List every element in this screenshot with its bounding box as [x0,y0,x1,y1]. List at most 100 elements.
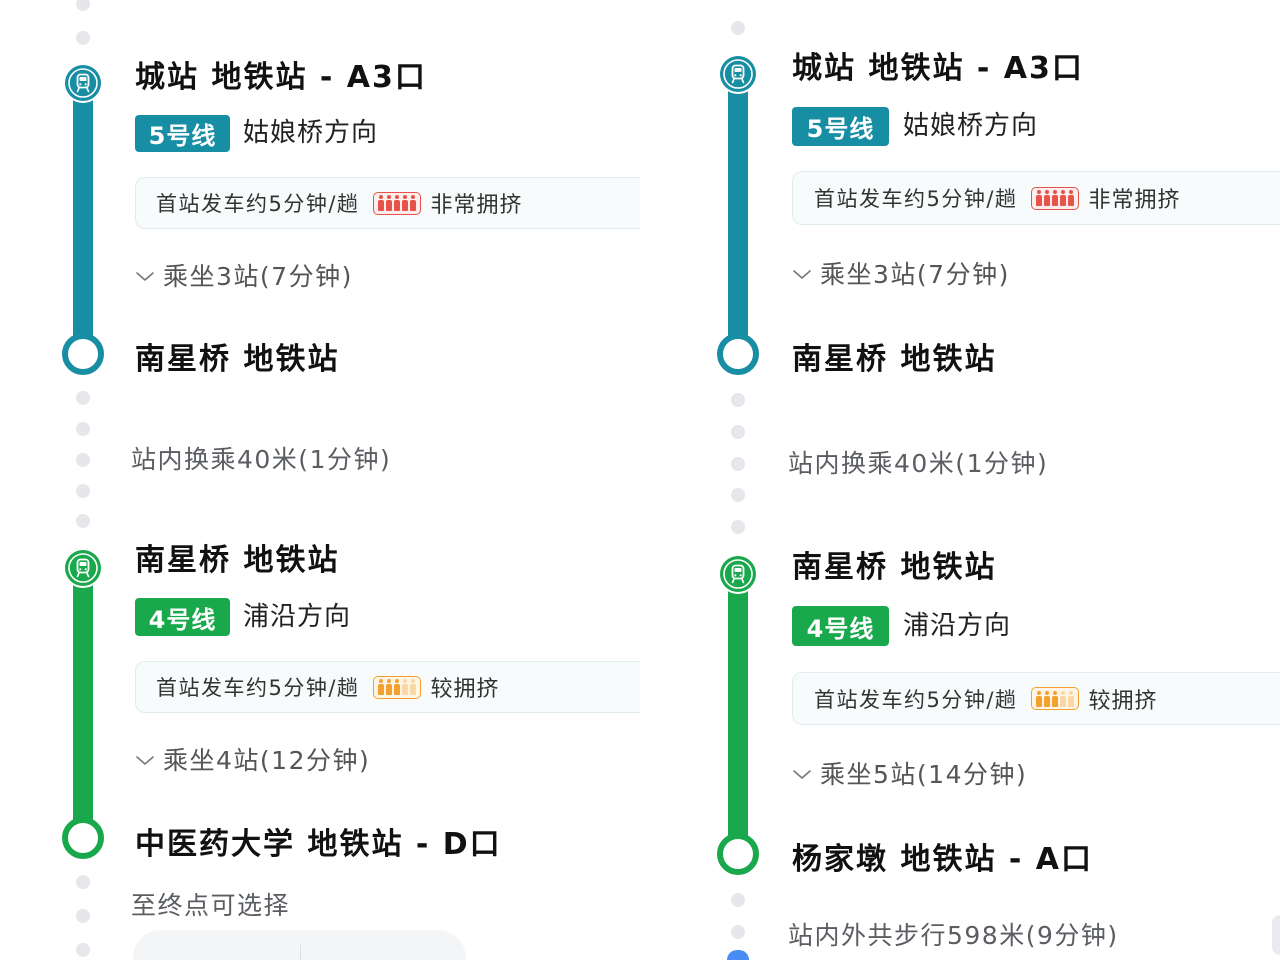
departure-info-card[interactable]: 首站发车约5分钟/趟 非常拥挤 [792,171,1280,225]
alight-station-name[interactable]: 杨家墩 地铁站 - A口 [792,842,1094,877]
crowd-person-figure [378,195,385,211]
crowd-icon [1031,186,1080,210]
connector-dot [76,514,90,528]
crowd-person-figure [386,679,393,695]
crowd-person-figure [394,195,401,211]
crowd-icon [373,191,422,215]
crowd-icon [373,675,422,699]
line-badge[interactable]: 5号线 [135,115,230,152]
ride-stops-toggle[interactable]: 乘坐3站(7分钟) [792,260,1010,290]
connector-dot [731,488,745,502]
frequency-text: 首站发车约5分钟/趟 [814,187,1018,211]
connector-dot [731,21,745,35]
crowd-person-figure [1044,690,1051,707]
board-station-name[interactable]: 城站 地铁站 - A3口 [792,51,1084,86]
line-track [73,568,93,838]
crowd-person-figure [1036,190,1043,206]
crowding-label: 非常拥挤 [1088,188,1181,213]
route-panel-right: 城站 地铁站 - A3口 5号线 姑娘桥方向 首站发车约5分钟/趟 非常拥挤 乘… [640,0,1280,960]
line-badge[interactable]: 4号线 [135,598,230,636]
line-track [728,74,748,354]
crowding-label: 较拥挤 [430,677,500,702]
final-walk-text: 至终点可选择 [131,891,291,920]
connector-dot [76,943,90,957]
crowd-person-figure [1044,190,1051,206]
subway-train-icon [65,65,101,101]
line-direction: 浦沿方向 [243,602,352,632]
crowding-label: 非常拥挤 [430,193,523,218]
connector-dot [731,393,745,407]
connector-dot [76,31,90,45]
line-direction: 姑娘桥方向 [243,118,379,148]
subway-train-icon [65,550,101,586]
connector-dot [731,520,745,534]
side-floating-button[interactable] [1272,915,1280,955]
crowd-person-figure [1060,690,1067,707]
departure-info-card[interactable]: 首站发车约5分钟/趟 非常拥挤 [135,177,640,229]
alight-station-name[interactable]: 南星桥 地铁站 [135,342,340,377]
route-panel-left: 城站 地铁站 - A3口 5号线 姑娘桥方向 首站发车约5分钟/趟 非常拥挤 乘… [62,0,640,960]
line-badge[interactable]: 4号线 [792,606,889,646]
ride-stops-toggle[interactable]: 乘坐5站(14分钟) [792,760,1027,790]
connector-dot [76,484,90,498]
connector-dot [76,909,90,923]
connector-dot [76,453,90,467]
departure-info-card[interactable]: 首站发车约5分钟/趟 较拥挤 [792,672,1280,725]
alight-station-name[interactable]: 南星桥 地铁站 [792,342,997,377]
option-divider [300,945,301,960]
crowd-icon [1031,687,1080,710]
alight-stop-marker [717,333,759,375]
ride-stops-toggle[interactable]: 乘坐4站(12分钟) [135,746,370,776]
chevron-down-icon [135,271,155,283]
exit-option-selector[interactable] [133,930,466,960]
subway-train-icon [720,556,756,592]
crowd-person-figure [410,679,417,695]
connector-dot [76,875,90,889]
line-direction: 姑娘桥方向 [903,111,1039,141]
ride-stops-text: 乘坐5站(14分钟) [820,760,1028,789]
crowd-person-figure [386,195,393,211]
frequency-text: 首站发车约5分钟/趟 [814,687,1018,712]
crowd-person-figure [1068,690,1075,707]
crowd-person-figure [394,679,401,695]
connector-dot [731,925,745,939]
final-walk-text: 站内外共步行598米(9分钟) [788,921,1119,950]
connector-dot [731,457,745,471]
chevron-down-icon [792,269,812,281]
connector-dot [76,422,90,436]
crowd-person-figure [410,195,417,211]
alight-station-name[interactable]: 中医药大学 地铁站 - D口 [135,827,502,862]
crowding-label: 较拥挤 [1088,688,1158,714]
frequency-text: 首站发车约5分钟/趟 [156,676,360,700]
crowd-person-figure [402,679,409,695]
ride-stops-toggle[interactable]: 乘坐3站(7分钟) [135,262,353,292]
line-direction: 浦沿方向 [903,611,1012,641]
crowd-person-figure [1068,190,1075,206]
board-station-name[interactable]: 城站 地铁站 - A3口 [135,60,427,95]
board-station-name[interactable]: 南星桥 地铁站 [792,550,997,585]
frequency-text: 首站发车约5分钟/趟 [156,192,360,216]
chevron-down-icon [135,755,155,767]
alight-stop-marker [62,333,104,375]
board-station-name[interactable]: 南星桥 地铁站 [135,543,340,578]
crowd-person-figure [1036,690,1043,707]
ride-stops-text: 乘坐3站(7分钟) [163,262,353,291]
transfer-walk-text: 站内换乘40米(1分钟) [131,445,392,474]
subway-train-icon [720,56,756,92]
transfer-walk-text: 站内换乘40米(1分钟) [788,449,1049,478]
crowd-person-figure [1052,190,1059,206]
ride-stops-text: 乘坐3站(7分钟) [820,260,1010,289]
alight-stop-marker [62,817,104,859]
alight-stop-marker [717,833,759,875]
line-badge[interactable]: 5号线 [792,107,889,146]
crowd-person-figure [1060,190,1067,206]
departure-info-card[interactable]: 首站发车约5分钟/趟 较拥挤 [135,661,640,713]
connector-dot [76,391,90,405]
connector-dot [76,0,90,11]
walk-end-marker [727,950,749,960]
crowd-person-figure [402,195,409,211]
line-track [73,83,93,354]
crowd-person-figure [378,679,385,695]
connector-dot [731,893,745,907]
line-track [728,574,748,854]
